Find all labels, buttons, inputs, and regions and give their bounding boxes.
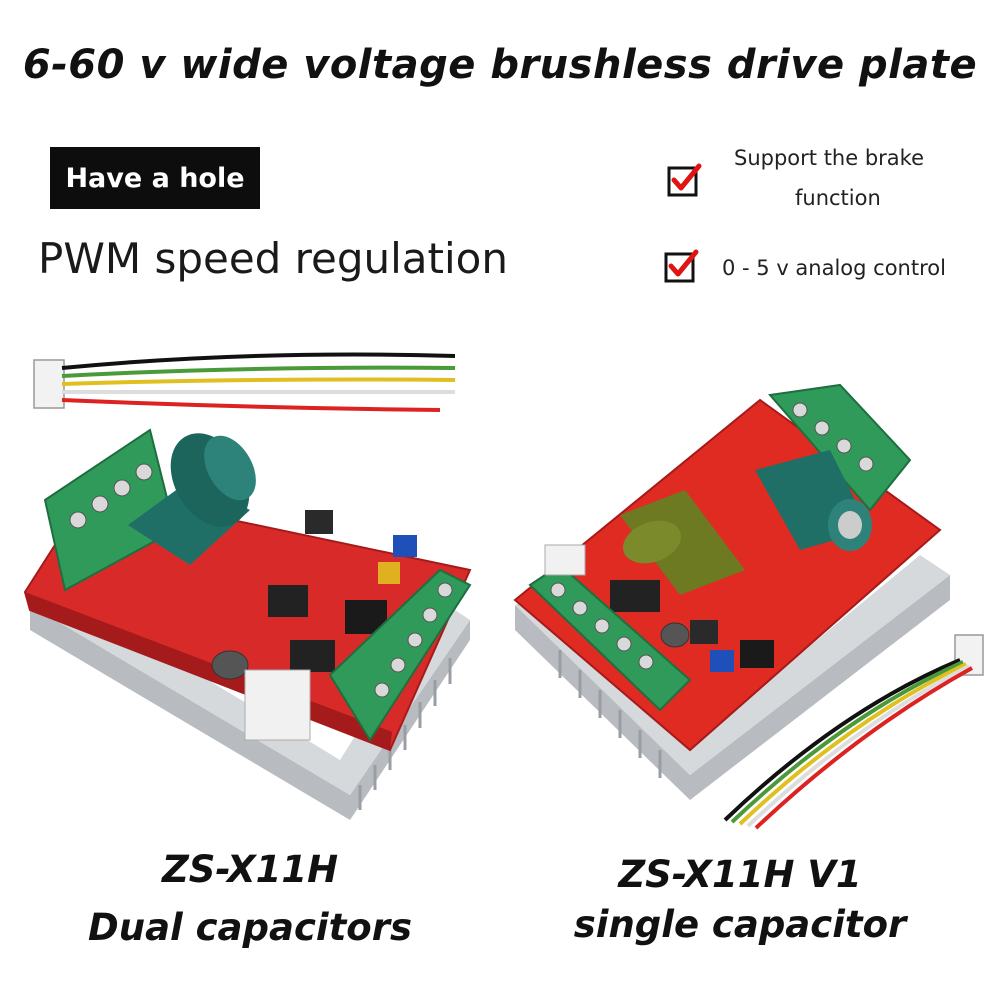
analog-feature-text: 0 - 5 v analog control	[722, 256, 946, 280]
jumper	[378, 562, 400, 584]
motor-terminal-block	[328, 568, 472, 742]
brake-checkbox-icon	[666, 162, 702, 202]
connector-header	[544, 544, 586, 576]
small-capacitor	[211, 650, 249, 680]
electrolytic-capacitor	[128, 433, 256, 565]
page-title: 6-60 v wide voltage brushless drive plat…	[22, 42, 978, 88]
inductor	[690, 620, 718, 644]
product-2-variant: single capacitor	[573, 903, 907, 946]
product-2-model: ZS-X11H V1	[618, 853, 862, 896]
product-1-model: ZS-X11H	[161, 848, 339, 891]
ic-chip	[290, 640, 335, 672]
brake-feature-line2: function	[795, 186, 881, 210]
ic-chip	[268, 585, 308, 617]
small-capacitor	[660, 622, 690, 648]
ic-chip	[610, 580, 660, 612]
electrolytic-capacitor-secondary	[755, 450, 872, 551]
inductor	[305, 510, 333, 534]
brake-feature-line1: Support the brake	[734, 146, 924, 170]
board-photo-single-capacitor	[513, 383, 984, 830]
pwm-heading: PWM speed regulation	[38, 234, 508, 283]
electrolytic-capacitor	[620, 490, 745, 595]
hole-badge: Have a hole	[50, 147, 260, 209]
power-terminal-block	[768, 383, 912, 512]
board-photo-dual-capacitor	[23, 352, 472, 820]
signal-cable	[33, 352, 456, 412]
power-terminal-block	[43, 428, 177, 592]
signal-cable	[723, 634, 984, 830]
product-1-variant: Dual capacitors	[88, 906, 412, 949]
checkbox-checked-icon	[667, 163, 702, 197]
connector-header	[244, 669, 311, 741]
analog-checkbox-icon	[663, 248, 699, 288]
potentiometer	[710, 650, 734, 672]
checkbox-checked-icon	[664, 249, 699, 283]
potentiometer	[393, 535, 417, 557]
ic-chip	[740, 640, 774, 668]
